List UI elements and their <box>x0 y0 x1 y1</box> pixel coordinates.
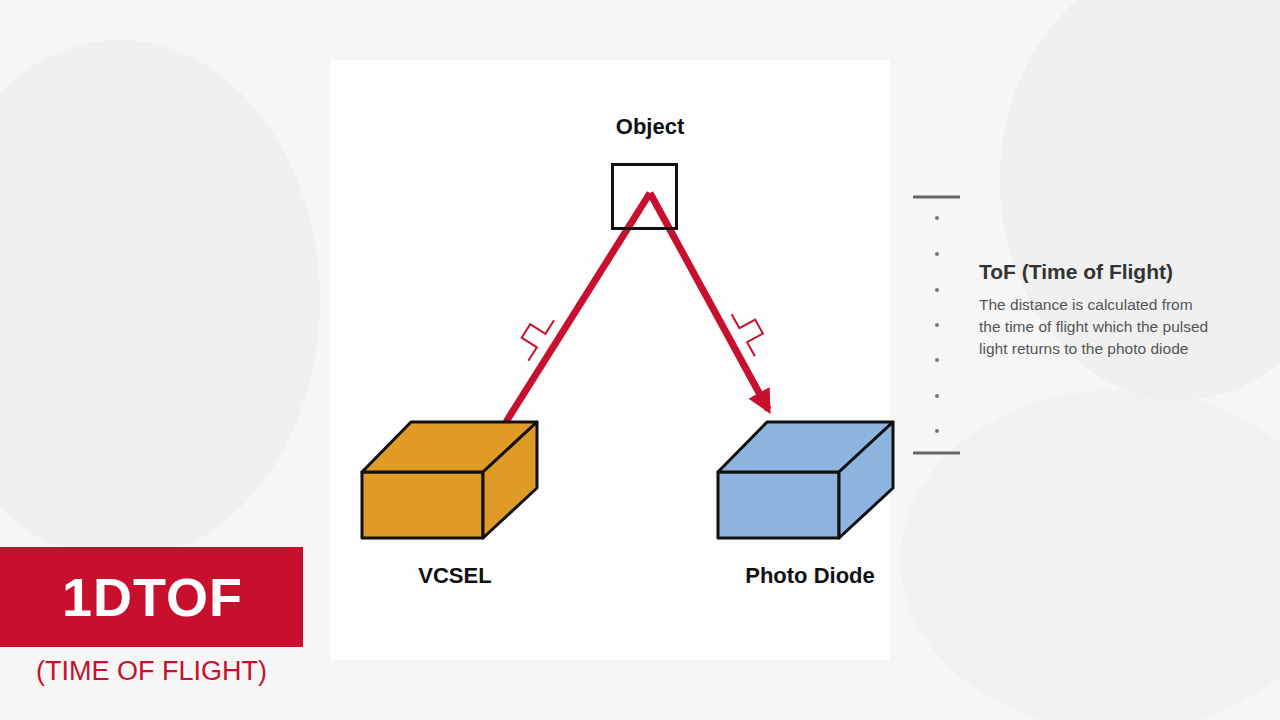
cube-face <box>718 472 839 538</box>
object-box: Object <box>596 112 704 234</box>
scale-dot <box>935 216 939 220</box>
cube-shape <box>711 415 901 545</box>
title-band: 1DTOF <box>0 547 303 647</box>
scale-dot <box>935 252 939 256</box>
light-beam-arrow <box>650 193 768 410</box>
section-title: 1DTOF <box>62 547 303 647</box>
scale-dot <box>935 429 939 433</box>
distance-scale <box>913 197 960 453</box>
object-square <box>611 163 678 230</box>
cube-face <box>839 422 893 538</box>
background-texture <box>0 40 320 560</box>
scale-dots <box>935 216 939 433</box>
background-texture <box>900 390 1280 720</box>
cube-face <box>362 472 483 538</box>
subtitle: (TIME OF FLIGHT) <box>10 654 293 688</box>
scale-end <box>913 452 960 455</box>
info-text: The distance is calculated from the time… <box>979 294 1209 360</box>
scale-dot <box>935 358 939 362</box>
info-heading: ToF (Time of Flight) <box>979 258 1239 286</box>
scale-dot <box>935 288 939 292</box>
photo-diode-sensor: Photo Diode <box>711 415 909 595</box>
node-label: Object <box>596 112 704 141</box>
scale-end <box>913 196 960 199</box>
vcsel-emitter: VCSEL <box>356 415 554 595</box>
node-label: Photo Diode <box>711 561 909 590</box>
scale-dot <box>935 394 939 398</box>
scale-dot <box>935 323 939 327</box>
cube-shape <box>356 415 546 545</box>
cube-face <box>483 422 537 538</box>
node-label: VCSEL <box>356 561 554 590</box>
